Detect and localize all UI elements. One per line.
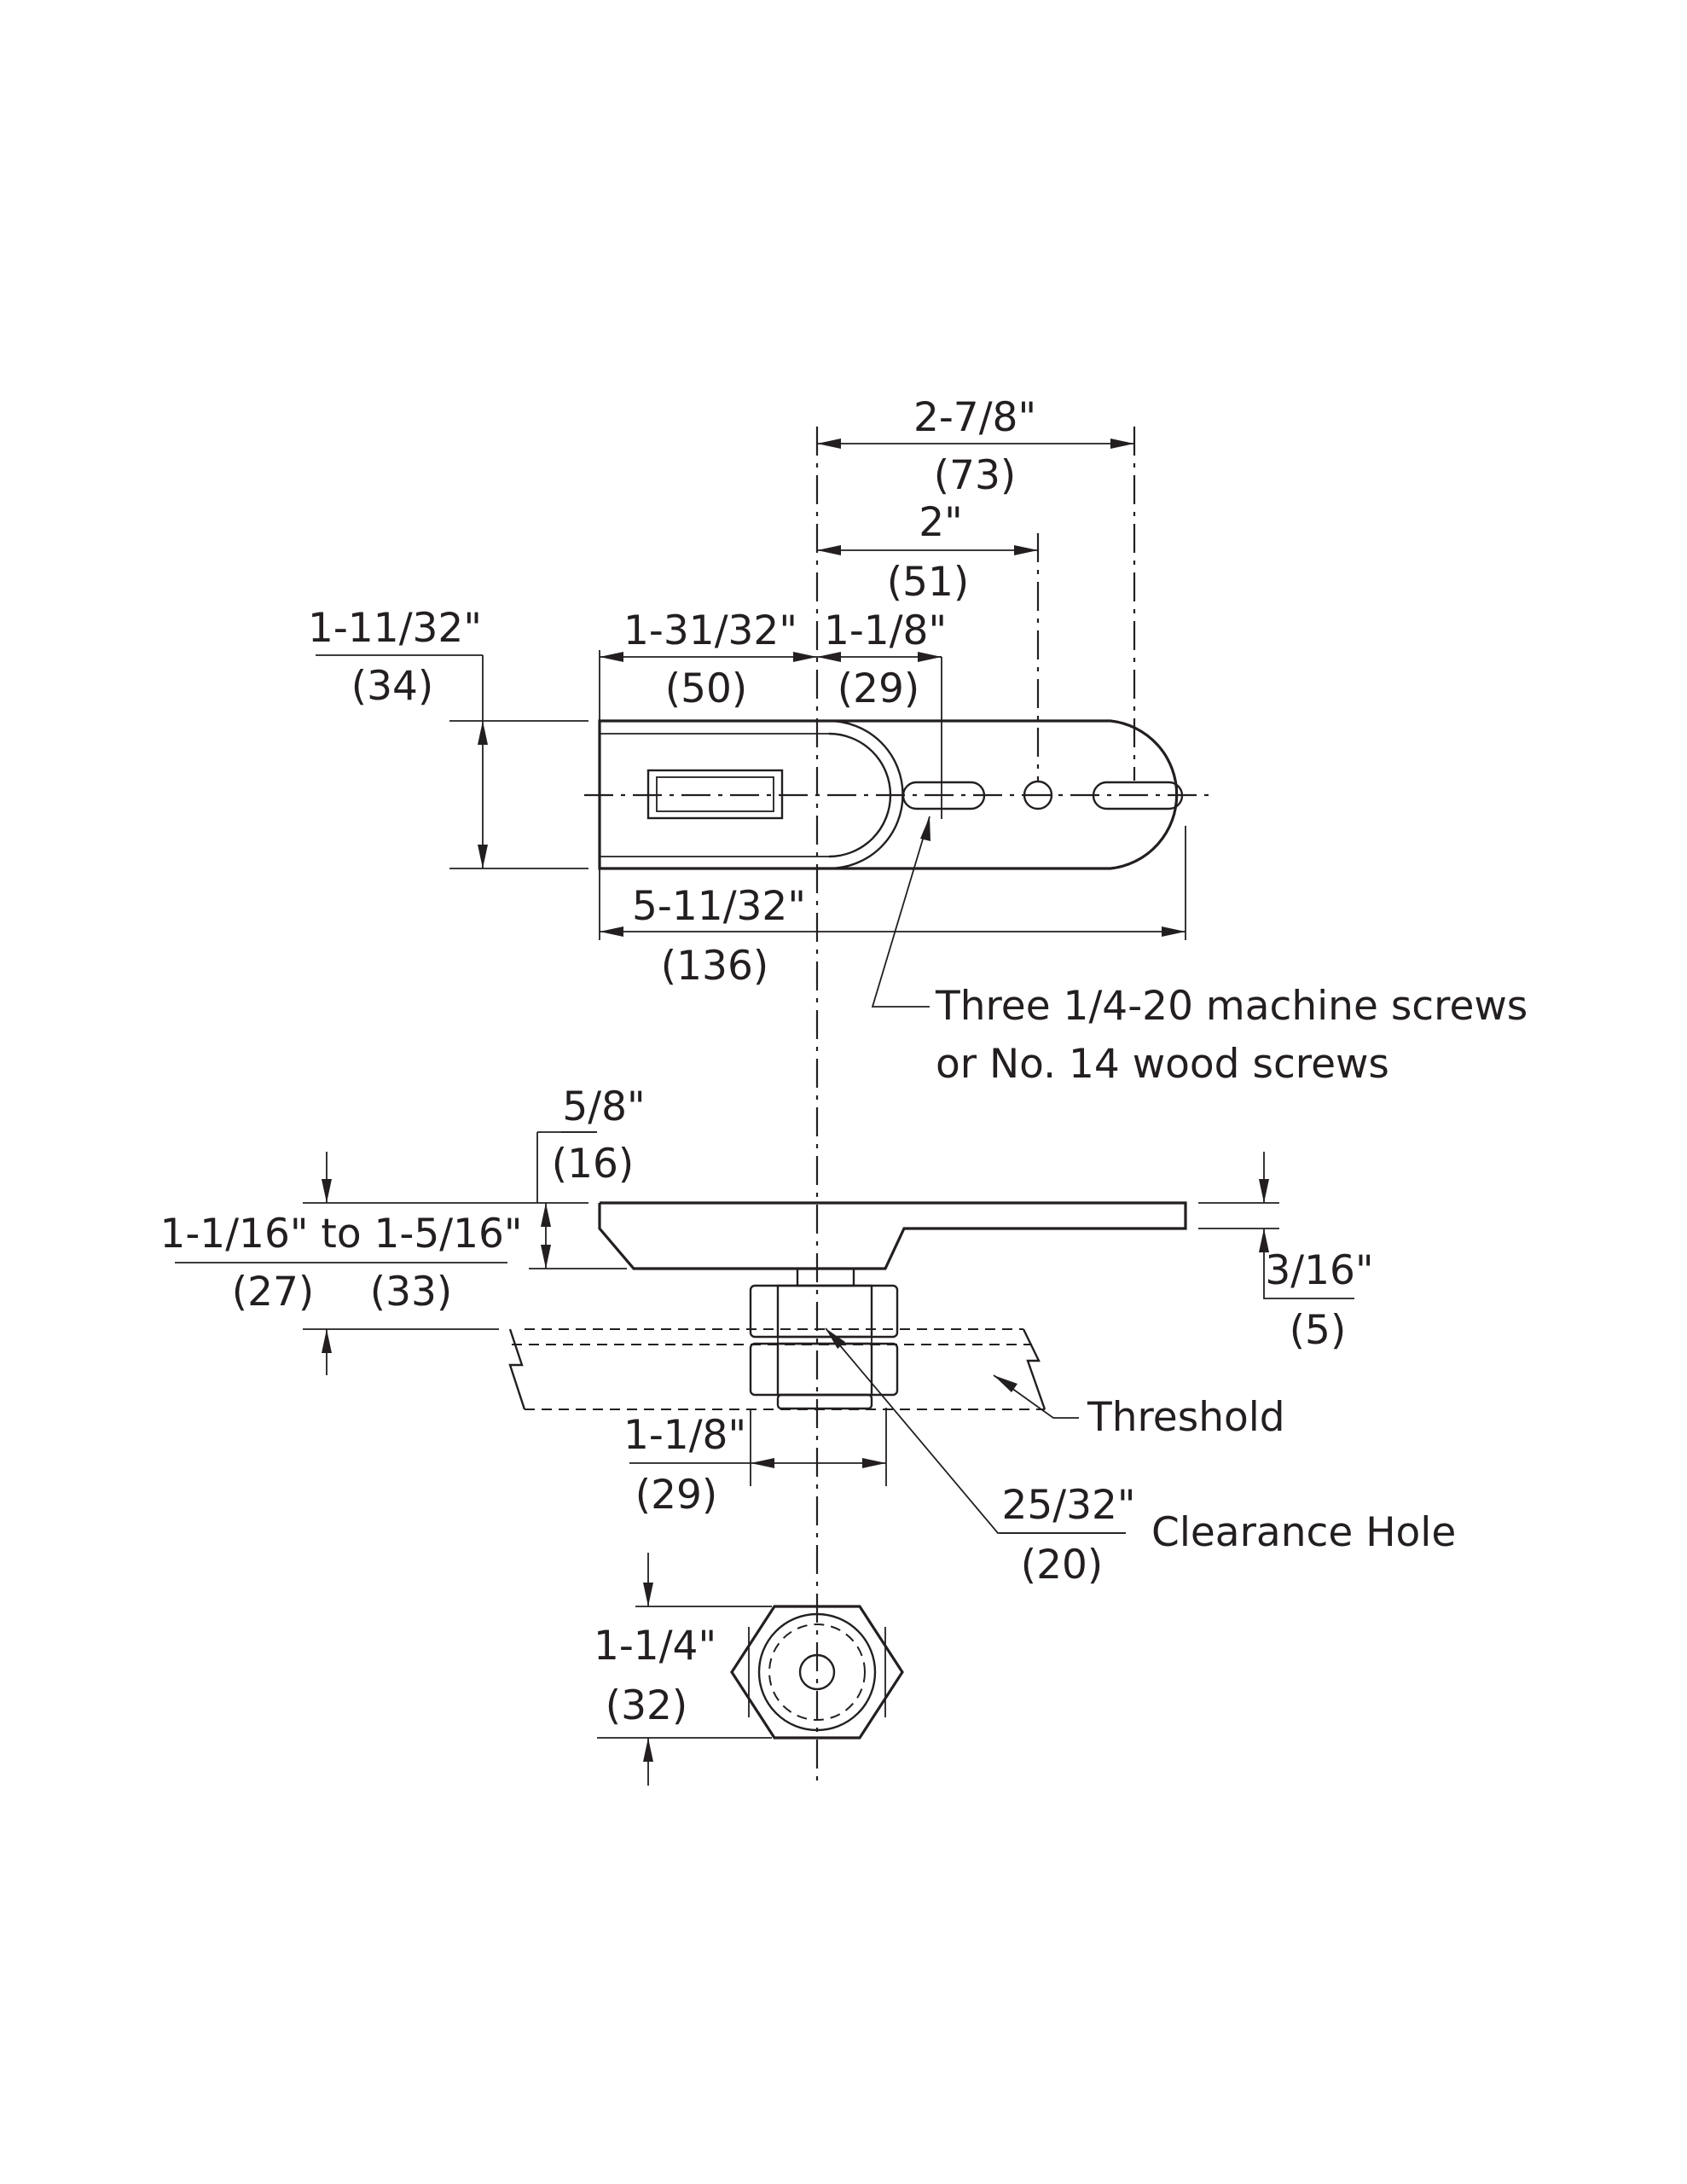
dim-50: (50) bbox=[665, 665, 747, 712]
threshold bbox=[508, 1328, 1046, 1410]
dim-1-1-8-bottom: 1-1/8" bbox=[623, 1412, 746, 1459]
dim-1-1-8-top: 1-1/8" bbox=[824, 607, 947, 654]
dim-34: (34) bbox=[351, 663, 433, 710]
dim-29-top: (29) bbox=[838, 665, 919, 712]
dim-20: (20) bbox=[1021, 1542, 1103, 1589]
threshold-leader bbox=[993, 1374, 1079, 1419]
dim-51: (51) bbox=[887, 559, 969, 606]
dim-5-8: 5/8" bbox=[562, 1083, 645, 1130]
top-dimension-lines bbox=[478, 439, 1186, 937]
side-arm bbox=[598, 1201, 1187, 1270]
dim-1-1-4: 1-1/4" bbox=[594, 1623, 716, 1670]
dim-27: (27) bbox=[232, 1269, 314, 1316]
dim-136: (136) bbox=[661, 943, 768, 990]
dim-16: (16) bbox=[552, 1141, 634, 1188]
screw-hole-center bbox=[1023, 780, 1053, 810]
dim-1-31-32: 1-31/32" bbox=[623, 607, 797, 654]
hex-nut-bottom-view bbox=[730, 1605, 904, 1740]
dim-5: (5) bbox=[1290, 1307, 1347, 1354]
clearance-hole-label: Clearance Hole bbox=[1151, 1509, 1456, 1556]
dim-5-11-32: 5-11/32" bbox=[632, 883, 806, 930]
dim-2-7-8: 2-7/8" bbox=[913, 394, 1036, 441]
screw-slot-left bbox=[901, 781, 986, 810]
dimension-labels: 2-7/8" (73) 2" (51) 1-11/32" (34) 1-31/3… bbox=[159, 394, 1373, 1729]
hex-dimension-lines bbox=[635, 1553, 772, 1786]
label-underlines bbox=[561, 1131, 1126, 1739]
dim-1-11-32: 1-11/32" bbox=[308, 605, 482, 652]
dim-33: (33) bbox=[370, 1269, 452, 1316]
note-labels: Three 1/4-20 machine screws or No. 14 wo… bbox=[935, 983, 1528, 1556]
top-arm-plate bbox=[584, 719, 1211, 870]
dim-32: (32) bbox=[606, 1682, 687, 1729]
screws-note-line1: Three 1/4-20 machine screws bbox=[935, 983, 1528, 1030]
dim-range: 1-1/16" to 1-5/16" bbox=[159, 1211, 522, 1258]
side-dimension-lines bbox=[175, 1131, 1354, 1486]
screw-leader bbox=[871, 816, 930, 1008]
dim-3-16: 3/16" bbox=[1265, 1247, 1373, 1294]
threshold-label: Threshold bbox=[1087, 1394, 1285, 1441]
dim-25-32: 25/32" bbox=[1001, 1482, 1135, 1529]
dim-29-bottom: (29) bbox=[635, 1472, 717, 1519]
top-extension-lines bbox=[316, 427, 1186, 940]
screw-slot-right bbox=[1092, 781, 1184, 810]
dim-73: (73) bbox=[934, 452, 1016, 499]
screws-note-line2: or No. 14 wood screws bbox=[936, 1041, 1389, 1088]
dim-2: 2" bbox=[919, 499, 963, 546]
